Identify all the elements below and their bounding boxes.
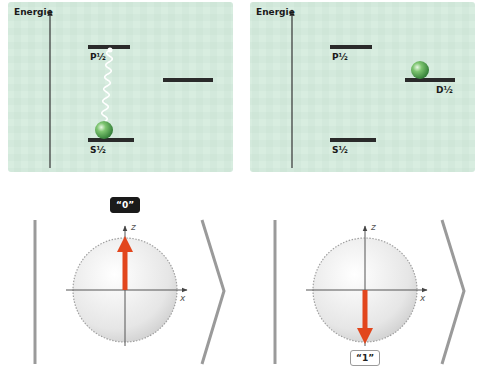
axis-label: x: [180, 293, 185, 303]
level-label: P½: [90, 52, 106, 62]
bloch-sphere: [35, 220, 224, 364]
energy-panel: EnergieP½ D½ S½: [250, 2, 475, 172]
energy-panel: [8, 2, 233, 172]
energy-panel: [250, 2, 475, 172]
level-label: D½: [436, 85, 453, 95]
state-label: “1”: [350, 350, 380, 366]
axis-title: Energie: [14, 7, 53, 17]
axis-label: z: [131, 222, 136, 232]
state-value: “0”: [116, 200, 134, 210]
level-label: S½: [90, 145, 106, 155]
level-label: S½: [332, 145, 348, 155]
bloch-sphere: [275, 220, 464, 364]
axis-label: x: [420, 293, 425, 303]
axis-label: z: [371, 222, 376, 232]
state-label: “0”: [110, 197, 140, 213]
energy-panel: EnergieP½ S½: [8, 2, 233, 172]
level-label: P½: [332, 52, 348, 62]
axis-title: Energie: [256, 7, 295, 17]
state-value: “1”: [356, 353, 374, 363]
